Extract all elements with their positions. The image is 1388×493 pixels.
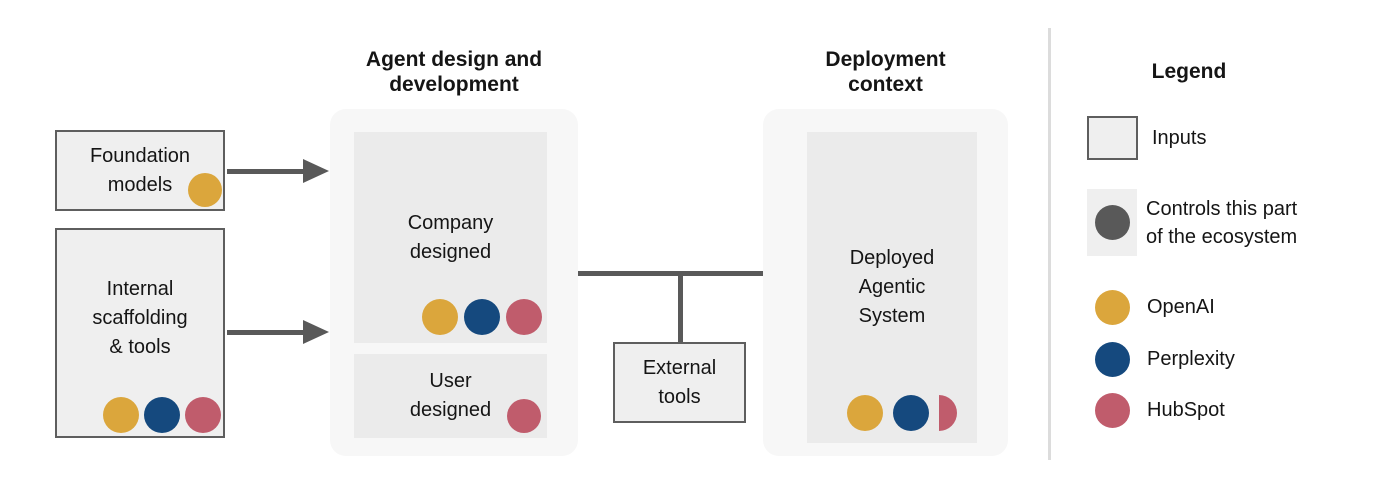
legend-perplexity-row: Perplexity [1095,342,1235,377]
legend-openai-row: OpenAI [1095,290,1215,325]
controls-label: Controls this part of the ecosystem [1146,197,1298,248]
arrow-scaffolding-head [303,320,329,344]
scaffolding-dot-row [103,397,221,433]
external-tools-label-line1: External [642,356,717,379]
legend-controls-row: Controls this part of the ecosystem [1087,189,1297,256]
perplexity-label: Perplexity [1147,348,1235,370]
arrow-foundation-line [227,169,305,174]
company-designed-box: Company designed [354,132,547,343]
internal-scaffolding-box: Internal scaffolding & tools [55,228,225,438]
user-designed-box: User designed [354,354,547,438]
internal-scaffolding-label-line2: scaffolding [92,306,188,329]
openai-dot [103,397,139,433]
hubspot-half-dot [939,395,957,431]
control-dot [1094,205,1130,240]
arrow-foundation-head [303,159,329,183]
inputs-swatch [1087,116,1138,160]
deployed-system-label-line3: System [858,305,926,327]
external-tools-box: External tools [613,342,746,423]
openai-dot [188,173,222,207]
arrow-main-line [578,271,774,276]
deployed-system-label-line2: Agentic [858,276,926,298]
company-designed-label-line2: designed [409,240,492,263]
agent-design-title: Agent design and development [365,48,543,96]
deployed-system-dot-row [847,395,957,431]
external-tools-connector [678,273,683,342]
inputs-label: Inputs [1152,126,1207,149]
internal-scaffolding-label-line1: Internal [106,277,174,300]
internal-scaffolding-label-line3: & tools [109,335,171,358]
foundation-models-label-line1: Foundation [89,144,191,167]
legend-divider [1048,28,1051,460]
perplexity-dot [893,395,929,431]
hubspot-dot [185,397,221,433]
arrow-scaffolding-line [227,330,305,335]
hubspot-dot [1095,393,1130,428]
company-designed-dot-row [422,299,542,335]
deployed-system-label-line1: Deployed [849,247,935,269]
openai-label: OpenAI [1147,296,1215,318]
openai-dot [1095,290,1130,325]
foundation-models-label-line2: models [107,173,173,196]
legend-hubspot-row: HubSpot [1095,393,1225,428]
controls-swatch [1087,189,1137,256]
perplexity-dot [1095,342,1130,377]
legend-inputs-row: Inputs [1087,116,1206,160]
deployed-agentic-system-box: Deployed Agentic System [807,132,977,443]
hubspot-label: HubSpot [1147,399,1225,421]
user-designed-label-line2: designed [409,399,492,421]
external-tools-label-line2: tools [658,385,701,408]
company-designed-label-line1: Company [407,211,494,234]
openai-dot [422,299,458,335]
legend-title: Legend [1151,60,1227,83]
perplexity-dot [144,397,180,433]
perplexity-dot [464,299,500,335]
deployment-context-title: Deployment context [825,48,946,96]
openai-dot [847,395,883,431]
user-designed-label-line1: User [429,370,472,392]
hubspot-dot [507,399,541,433]
foundation-models-box: Foundation models [55,130,225,211]
hubspot-dot [506,299,542,335]
